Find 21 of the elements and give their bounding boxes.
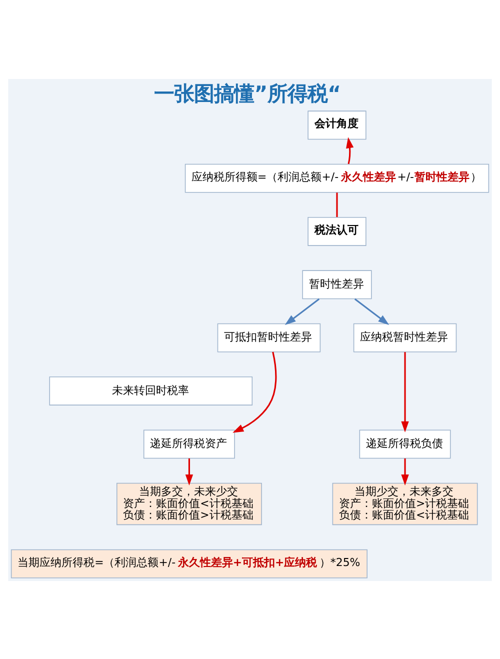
node-box: 递延所得税负债 — [359, 429, 451, 458]
node-box: 税法认可 — [308, 216, 366, 246]
diagram-title: 一张图搞懂”所得税“ — [154, 81, 341, 106]
arrow — [185, 458, 194, 485]
node-box: 暂时性差异 — [302, 270, 372, 299]
node-box: 应纳税暂时性差异 — [353, 322, 457, 352]
arrow — [284, 298, 320, 324]
node-box: 会计角度 — [308, 110, 366, 140]
node-box: 当期少交，未来多交 资产：账面价值>计税基础 负债：账面价值<计税基础 — [332, 482, 478, 525]
connector — [336, 192, 338, 217]
arrow — [232, 351, 277, 432]
node-box: 可抵扣暂时性差异 — [217, 322, 321, 352]
arrow — [401, 458, 409, 485]
node-box: 当期应纳所得税=（利润总额+/-永久性差异+可抵扣+应纳税）*25% — [10, 548, 368, 578]
node-box: 递延所得税资产 — [143, 429, 235, 458]
node-box: 当期多交，未来少交 资产：账面价值<计税基础 负债：账面价值>计税基础 — [116, 482, 262, 525]
node-box: 应纳税所得额=（利润总额+/-永久性差异+/-暂时性差异） — [184, 163, 490, 192]
arrow — [346, 136, 354, 164]
arrow — [354, 298, 390, 324]
node-box: 未来转回时税率 — [49, 376, 253, 405]
arrow — [401, 352, 409, 432]
